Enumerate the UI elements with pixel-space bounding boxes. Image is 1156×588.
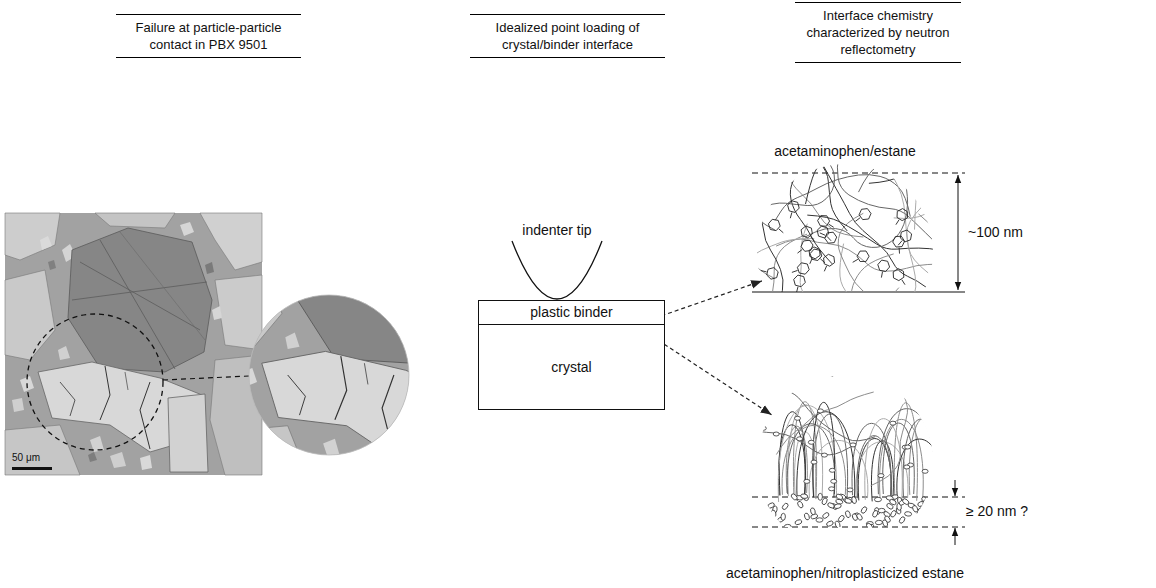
- dimension-label: ≥ 20 nm ?: [966, 503, 1028, 520]
- node-text: plastic binder: [485, 304, 658, 321]
- section-heading: Interface chemistry characterized by neu…: [795, 2, 961, 63]
- dimension-label: ~100 nm: [968, 224, 1023, 241]
- scale-bar-label: 50 μm: [12, 451, 40, 464]
- interface-zoom-circle: acetaminophen/estane: [750, 143, 940, 344]
- node-text: acetaminophen/estane: [750, 143, 940, 160]
- polymer-chains: [750, 162, 940, 344]
- polymer-loops: [750, 375, 940, 531]
- zoom-outline: [249, 295, 409, 455]
- molecular-sketch: [750, 375, 940, 535]
- crystal-block: crystal: [478, 324, 665, 410]
- node-text: crystal: [485, 359, 658, 376]
- section-heading: Idealized point loading of crystal/binde…: [470, 14, 665, 58]
- micrograph: [5, 213, 262, 475]
- molecular-sketch: [750, 162, 940, 344]
- node-text: indenter tip: [502, 222, 612, 239]
- indenter-tip: indenter tip: [502, 222, 612, 299]
- node-text: acetaminophen/nitroplasticized estane: [705, 565, 985, 582]
- section-heading: Failure at particle-particle contact in …: [116, 14, 301, 58]
- indenter-outline: [511, 241, 603, 299]
- interface-zoom-circle: acetaminophen/nitroplasticized estane: [705, 375, 985, 582]
- thickness-guides: [752, 173, 965, 545]
- binder-layer: plastic binder: [478, 300, 665, 325]
